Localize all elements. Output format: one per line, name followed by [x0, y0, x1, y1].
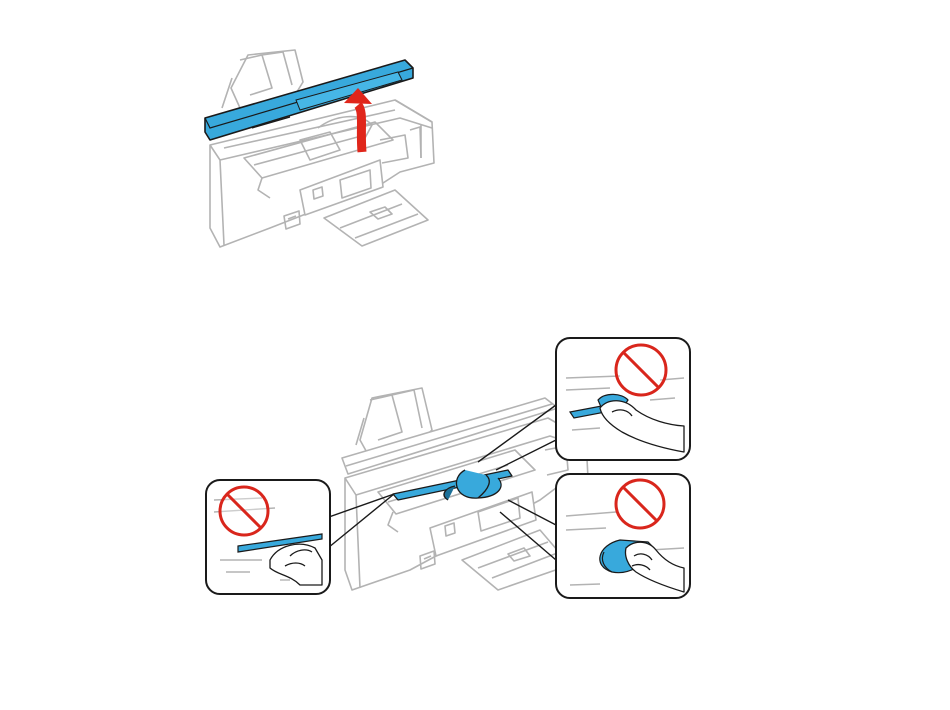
prohibited-icon	[616, 345, 666, 395]
callout-bottom-right	[556, 474, 690, 598]
prohibited-icon	[616, 480, 664, 528]
prohibited-icon	[220, 487, 268, 535]
callout-left	[206, 480, 330, 594]
callout-top-right	[556, 338, 690, 460]
